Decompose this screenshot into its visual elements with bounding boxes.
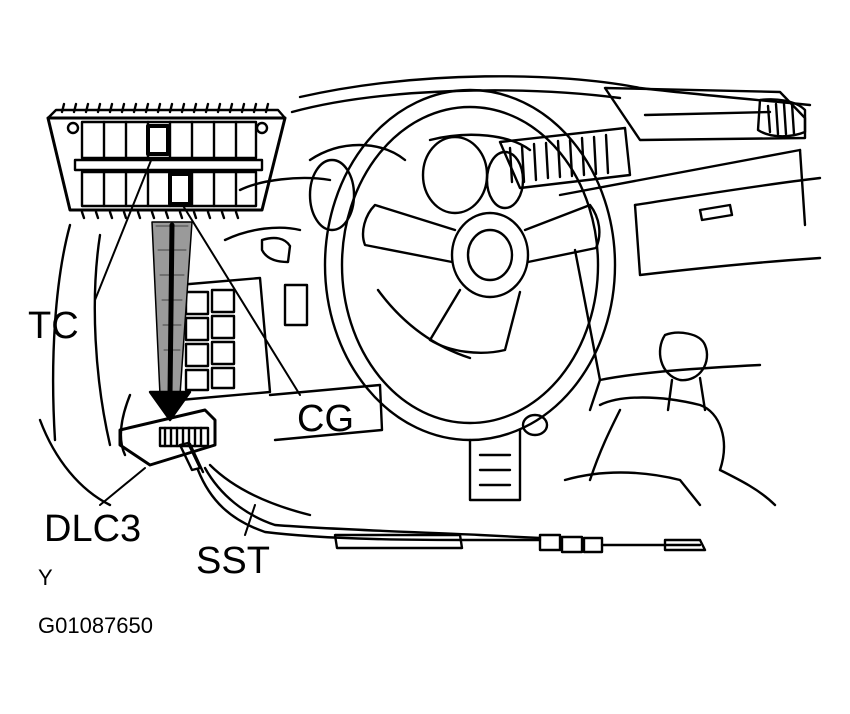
label-sst: SST bbox=[196, 540, 270, 582]
steering-wheel bbox=[323, 88, 617, 502]
figure-id: G01087650 bbox=[38, 613, 153, 638]
leader-lines bbox=[94, 157, 301, 536]
label-dlc3: DLC3 bbox=[44, 508, 142, 550]
dlc3-connector bbox=[118, 408, 217, 467]
gear-shifter bbox=[563, 331, 777, 507]
sst-jumper-wire bbox=[178, 441, 707, 554]
left-panel bbox=[38, 223, 132, 507]
label-cg: CG bbox=[297, 398, 354, 440]
gauge-cluster bbox=[308, 133, 532, 232]
dashboard bbox=[223, 75, 822, 412]
pointer-arrow bbox=[148, 221, 193, 422]
dlc3-enlarged-view bbox=[46, 102, 287, 220]
label-tc: TC bbox=[28, 305, 79, 347]
label-y: Y bbox=[38, 565, 53, 590]
